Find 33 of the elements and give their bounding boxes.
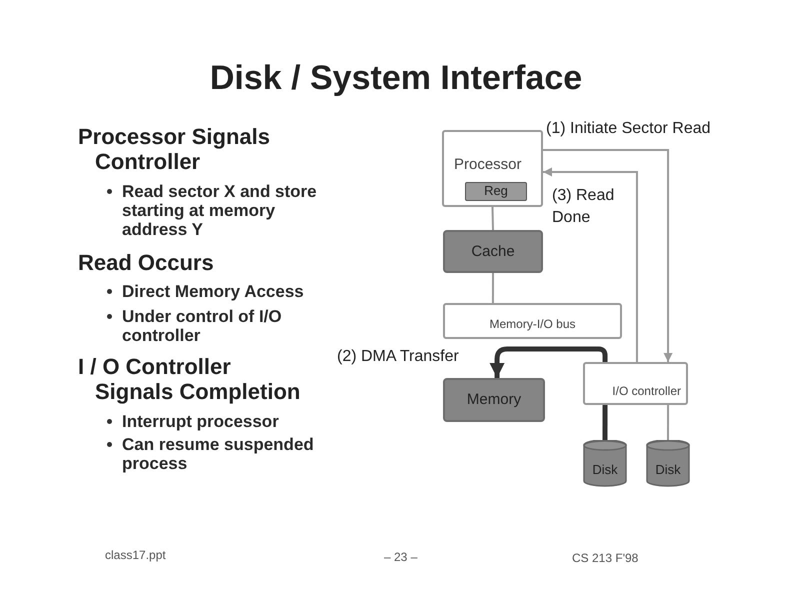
heading-text: Read Occurs [78,250,214,275]
bullet-text: Can resume suspended process [122,435,315,473]
heading-text: I / O Controller Signals Completion [78,354,302,404]
box-label: Disk [655,463,681,478]
connector-line [667,405,670,440]
heading-text: Processor Signals Controller [78,124,271,174]
bullet-text: Read sector X and store starting at memory address Y [122,182,318,239]
controller-box [583,362,688,405]
bullet-text: Under control of I/O controller [122,307,283,345]
box-label: Memory-I/O bus [489,318,576,332]
register-box [465,182,527,201]
box-label: Cache [471,242,515,260]
box-label: Reg [484,184,508,199]
connector-line [492,273,494,303]
box-label: Disk [592,463,618,478]
box-label: I/O controller [612,385,681,399]
footer-text: class17.ppt [105,548,166,562]
bullet-text: Interrupt processor [122,412,279,431]
arrow [543,167,638,362]
footer-text: CS 213 F'98 [572,551,638,565]
connector-line [602,405,608,440]
arrow [490,346,608,378]
connector-line [492,206,494,230]
bullet-text: Direct Memory Access [122,282,304,301]
slide-title: Disk / System Interface [210,58,582,98]
processor-box [442,130,543,207]
footer-text: – 23 – [384,550,418,564]
box-label: Memory [466,391,522,409]
cache-box [443,230,543,273]
bus-bar [443,303,622,339]
memory-box [443,378,545,422]
box-label: Processor [454,156,522,174]
arrow [543,149,673,362]
